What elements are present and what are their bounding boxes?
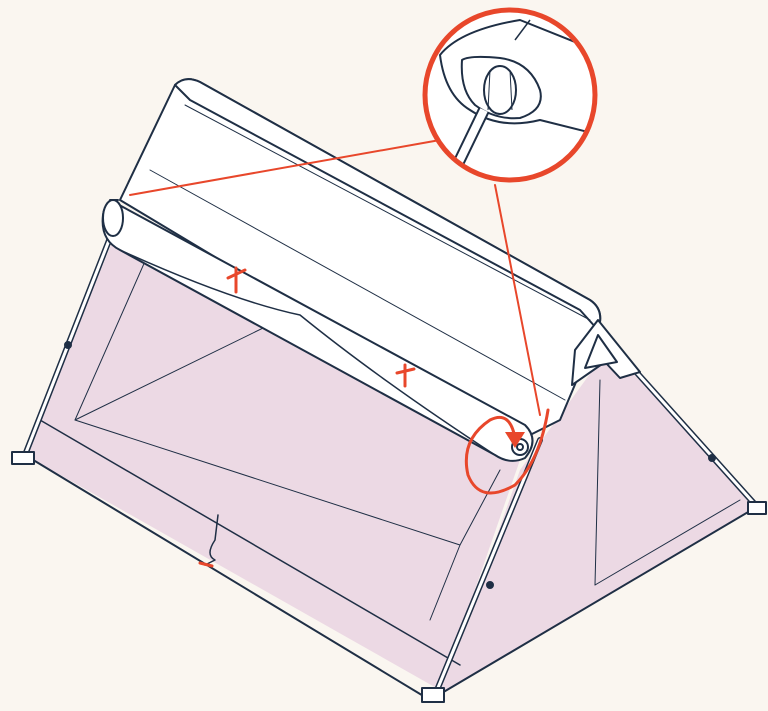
toggle-tie-icon (395, 363, 416, 388)
roof-seam (184, 104, 591, 321)
stake-icon (747, 501, 767, 515)
roll-end (516, 443, 524, 451)
rear-right-pole-highlight (628, 363, 762, 512)
roll-end (102, 199, 124, 237)
rotation-arrow-head (505, 432, 525, 448)
zoom-callout-icon (422, 7, 598, 183)
gable-vent (584, 334, 618, 369)
front-wall-panel (25, 235, 520, 690)
stake-icon (421, 687, 445, 703)
tent-hem (39, 419, 461, 666)
rotation-arrow-icon (464, 408, 550, 495)
floor-line (594, 499, 741, 586)
guy-line (204, 514, 219, 566)
side-wall-panel (430, 360, 760, 700)
stake-icon (11, 451, 35, 465)
toggle-tie-icon (198, 561, 214, 568)
roll-underside (119, 249, 496, 456)
callout-leader (129, 139, 441, 196)
inner-pole-line (594, 379, 601, 586)
floor-line (74, 249, 501, 546)
front-left-pole-highlight (23, 223, 117, 457)
pole-clip (708, 454, 716, 462)
floor-line (429, 544, 461, 621)
toggle-tie-icon (226, 266, 247, 294)
pole-clip (486, 581, 494, 589)
front-right-pole-highlight (433, 438, 542, 697)
callout-leader (494, 184, 541, 416)
roof-seam (149, 169, 566, 401)
pole-clip (64, 341, 72, 349)
